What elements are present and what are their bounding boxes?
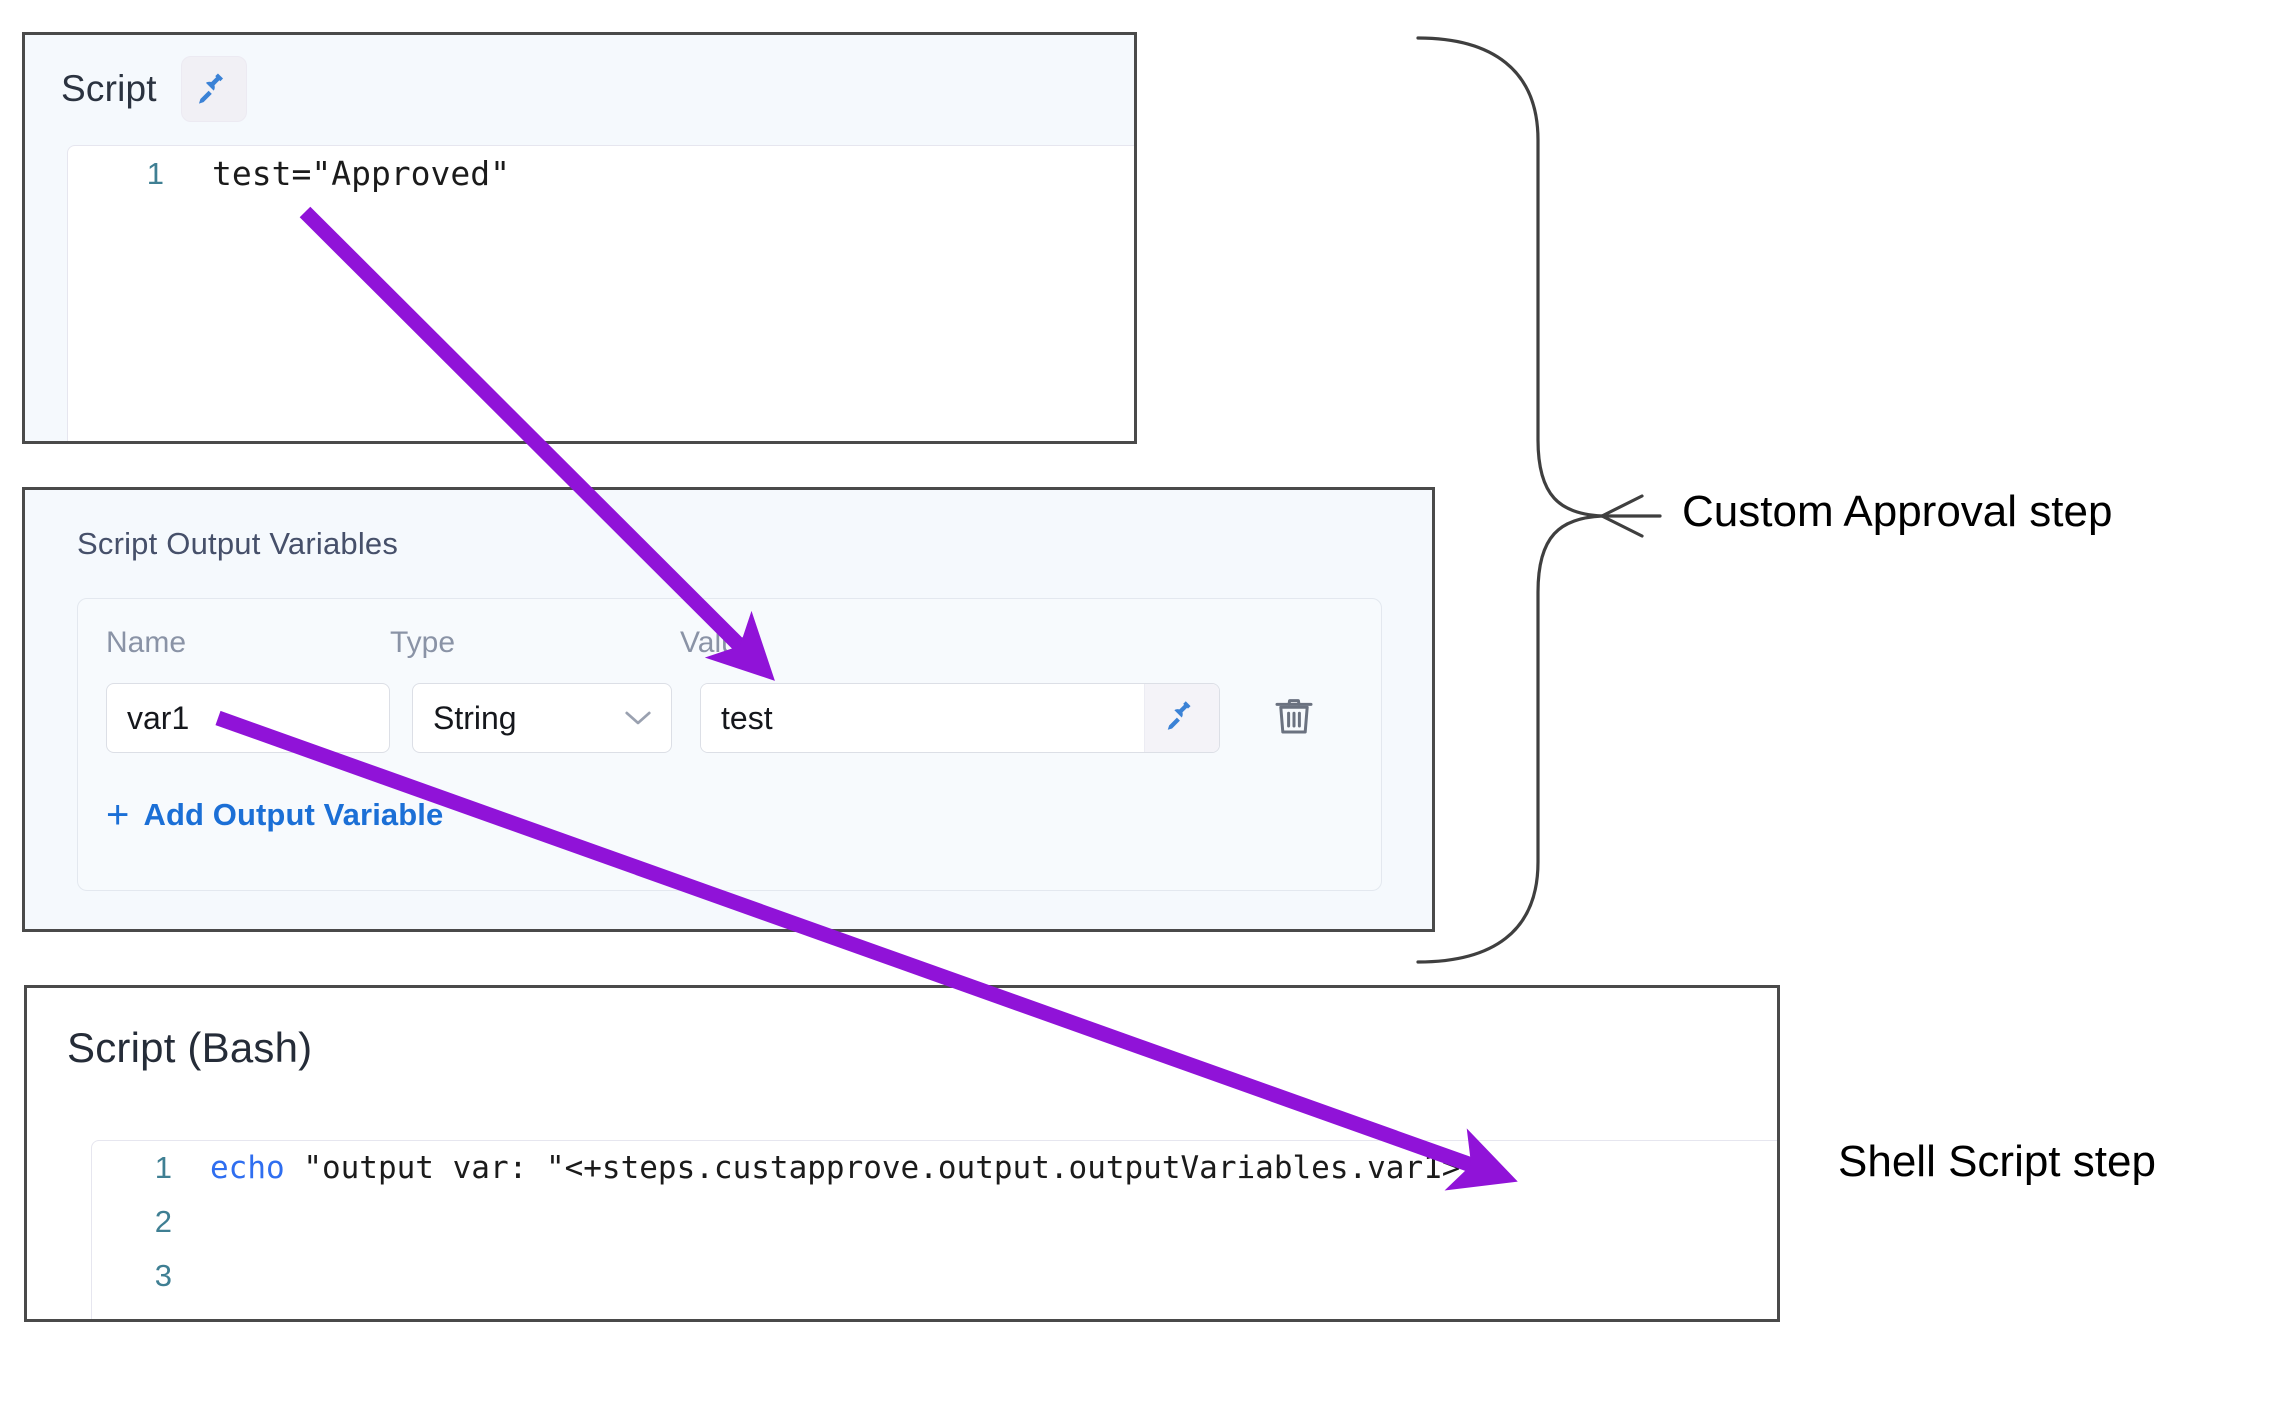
output-variables-card: Name Type Value var1 String test [77,598,1382,891]
variable-type-select[interactable]: String [412,683,672,753]
add-output-variable-label: Add Output Variable [143,797,444,832]
delete-variable-button[interactable] [1266,690,1322,746]
variable-name-input[interactable]: var1 [106,683,390,753]
line-number: 1 [146,156,164,191]
script-panel: Script 1 test="Approved" [22,32,1137,444]
code-line: 2 [92,1195,1777,1249]
pin-icon [195,70,233,108]
plus-icon: + [106,793,130,837]
line-number: 1 [154,1150,172,1185]
output-variables-column-headers: Name Type Value [106,623,1361,663]
code-line: 1 echo "output var: "<+steps.custapprove… [92,1141,1777,1195]
custom-approval-step-label: Custom Approval step [1682,487,2113,536]
variable-value-input[interactable]: test [701,684,1144,752]
script-output-variables-panel: Script Output Variables Name Type Value … [22,487,1435,932]
line-number: 2 [154,1204,172,1239]
pin-button[interactable] [180,55,247,122]
line-content: test="Approved" [212,154,511,193]
custom-approval-brace [1416,36,1662,964]
bash-panel-title: Script (Bash) [67,1024,313,1071]
chevron-down-icon [623,705,653,731]
pin-icon [1164,698,1200,739]
code-line: 3 [92,1249,1777,1303]
code-keyword: echo [210,1150,285,1186]
variable-type-value: String [433,699,517,736]
bash-code-editor[interactable]: 1 echo "output var: "<+steps.custapprove… [91,1140,1777,1319]
code-rest: "output var: "<+steps.custapprove.output… [284,1150,1461,1186]
line-content: echo "output var: "<+steps.custapprove.o… [210,1141,1460,1195]
script-panel-header: Script [25,35,1134,142]
trash-icon [1270,692,1318,745]
shell-script-step-label: Shell Script step [1838,1137,2156,1186]
line-number: 3 [154,1258,172,1293]
value-pin-button[interactable] [1144,684,1219,752]
add-output-variable-button[interactable]: + Add Output Variable [106,795,443,835]
output-variables-title: Script Output Variables [77,526,399,561]
script-panel-title: Script [61,67,157,109]
column-header-value: Value [680,626,755,659]
code-line: 1 test="Approved" [68,146,1134,202]
script-code-editor[interactable]: 1 test="Approved" [67,145,1134,441]
column-header-type: Type [390,626,456,659]
output-variable-row: var1 String test [106,681,1361,755]
bash-script-panel: Script (Bash) 1 echo "output var: "<+ste… [24,985,1780,1322]
variable-value-group: test [700,683,1220,753]
column-header-name: Name [106,626,187,659]
